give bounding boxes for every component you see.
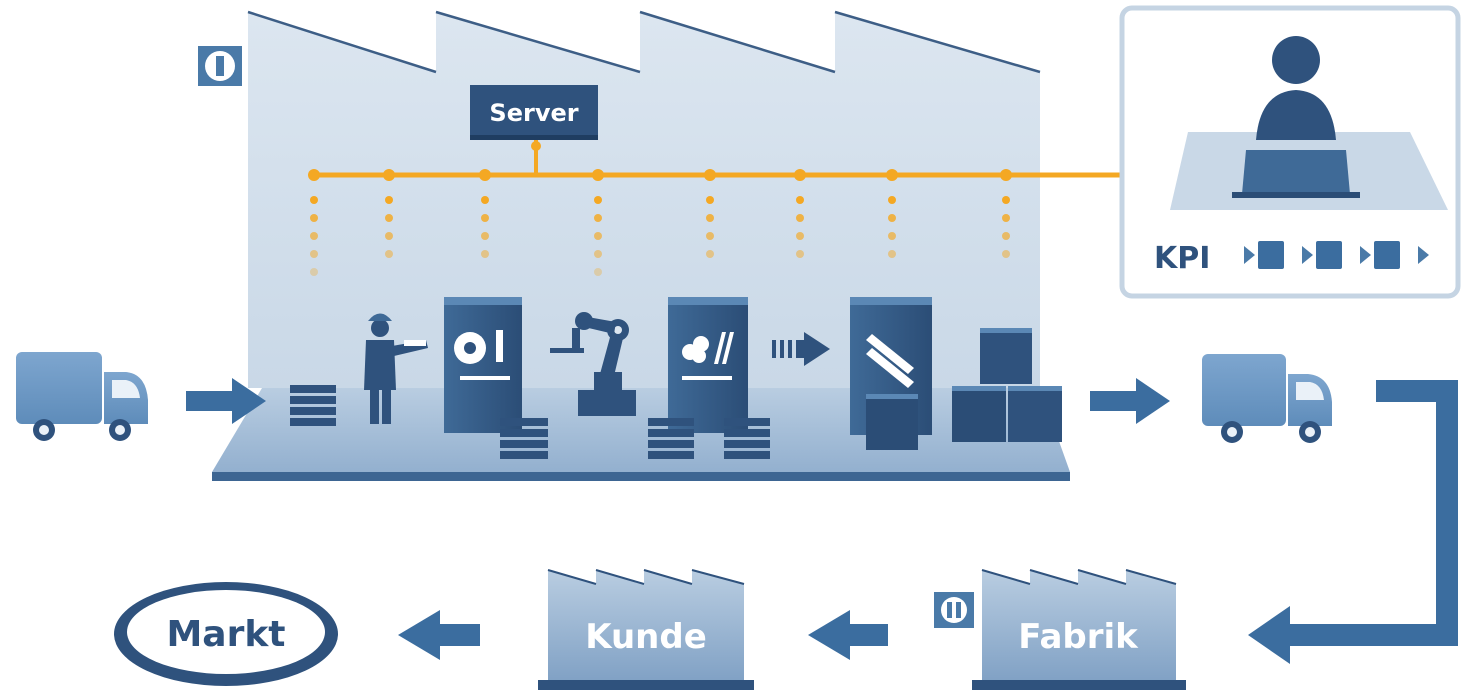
markt-label: Markt [166, 614, 285, 655]
fabrik-label: Fabrik [1018, 617, 1139, 657]
material-stack-icon [500, 418, 548, 459]
sensor-signal-dot [706, 214, 714, 222]
main-factory: Server [198, 10, 1223, 481]
sensor-signal-dot [1002, 214, 1010, 222]
worker-icon [364, 313, 428, 424]
network-node [1000, 169, 1012, 181]
sensor-signal-dot [310, 214, 318, 222]
sensor-signal-dot [594, 268, 602, 276]
sensor-signal-dot [888, 250, 896, 258]
kpi-step-arrow-icon [1418, 246, 1429, 264]
machine-processing-icon [668, 297, 748, 433]
kpi-label: KPI [1154, 241, 1210, 276]
kpi-step-box-icon [1258, 241, 1284, 269]
server-label: Server [489, 99, 578, 127]
kunde-to-markt-arrow-icon [398, 610, 480, 660]
robot-arm-icon [550, 312, 636, 416]
network-node [794, 169, 806, 181]
sensor-signal-dot [796, 196, 804, 204]
network-node [704, 169, 716, 181]
sensor-signal-dot [310, 250, 318, 258]
kpi-process-steps [1244, 241, 1429, 269]
sensor-signal-dot [594, 250, 602, 258]
sensor-signal-dot [385, 250, 393, 258]
network-node [886, 169, 898, 181]
machine-cutting-icon [850, 297, 932, 450]
kpi-step-arrow-icon [1360, 246, 1371, 264]
inbound-arrow-icon [186, 378, 266, 424]
incoming-material-stack-icon [290, 385, 336, 426]
sensor-signal-dot [888, 196, 896, 204]
sensor-signal-dot [594, 232, 602, 240]
management-office-panel: KPI [1119, 5, 1461, 299]
factory-floor [212, 388, 1070, 472]
sensor-signal-dot [888, 232, 896, 240]
finished-goods-boxes-icon [952, 328, 1062, 442]
sensor-signal-dot [385, 196, 393, 204]
sensor-signal-dot [796, 214, 804, 222]
sensor-signal-dot [888, 214, 896, 222]
fabrik-factory: Fabrik [972, 569, 1186, 690]
kpi-step-arrow-icon [1302, 246, 1313, 264]
sensor-signal-dot [385, 232, 393, 240]
sensor-signal-dot [310, 268, 318, 276]
incoming-truck-icon [16, 352, 148, 441]
kpi-step-box-icon [1374, 241, 1400, 269]
sensor-taps [308, 169, 1012, 276]
sensor-signal-dot [594, 196, 602, 204]
supply-chain-return-arrow-icon [1248, 380, 1458, 664]
machine-turning-icon [444, 297, 522, 433]
markt-ellipse: Markt [114, 582, 338, 686]
factory-roofline [247, 10, 1041, 74]
network-node [592, 169, 604, 181]
badge-roman-one-icon [198, 46, 242, 86]
kunde-factory: Kunde [538, 569, 754, 690]
badge-roman-two-icon [934, 592, 974, 628]
network-node [479, 169, 491, 181]
sensor-signal-dot [706, 196, 714, 204]
sensor-signal-dot [1002, 196, 1010, 204]
sensor-signal-dot [310, 196, 318, 204]
sensor-signal-dot [796, 250, 804, 258]
sensor-signal-dot [796, 232, 804, 240]
sensor-signal-dot [706, 232, 714, 240]
factory-building [248, 12, 1040, 388]
laptop-icon [1232, 150, 1360, 198]
server-box: Server [470, 85, 598, 140]
sensor-signal-dot [1002, 232, 1010, 240]
outbound-arrow-icon [1090, 378, 1170, 424]
kpi-step-box-icon [1316, 241, 1342, 269]
manager-icon [1256, 36, 1336, 140]
kunde-label: Kunde [585, 617, 707, 657]
flow-arrow-icon [772, 332, 830, 366]
fabrik-to-kunde-arrow-icon [808, 610, 888, 660]
sensor-signal-dot [385, 214, 393, 222]
sensor-signal-dot [481, 232, 489, 240]
outgoing-truck-icon [1202, 354, 1332, 443]
factory-floor-edge [212, 472, 1070, 481]
material-stack-icon [648, 418, 770, 459]
sensor-signal-dot [1002, 250, 1010, 258]
sensor-signal-dot [594, 214, 602, 222]
network-node [308, 169, 320, 181]
sensor-signal-dot [310, 232, 318, 240]
sensor-signal-dot [481, 214, 489, 222]
network-node [383, 169, 395, 181]
sensor-signal-dot [481, 196, 489, 204]
sensor-signal-dot [481, 250, 489, 258]
sensor-signal-dot [706, 250, 714, 258]
kpi-step-arrow-icon [1244, 246, 1255, 264]
